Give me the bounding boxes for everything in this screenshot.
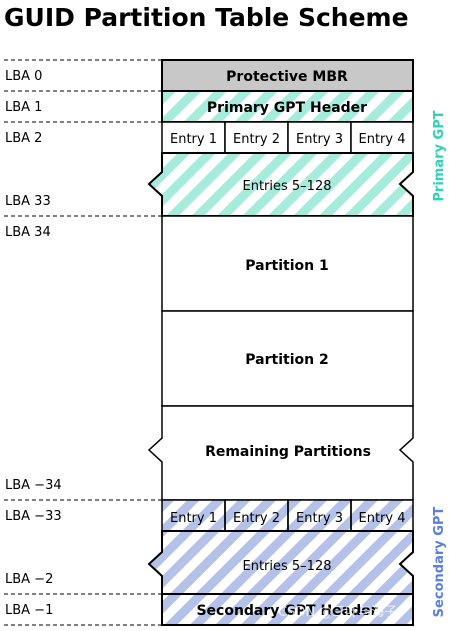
primary-entry-4-label: Entry 4 — [359, 132, 406, 147]
secondary-entry-1-label: Entry 1 — [170, 511, 217, 526]
protective-mbr-block — [161, 59, 414, 92]
secondary-gpt-header-block — [161, 593, 414, 626]
lba-minus-33-label: LBA −33 — [5, 509, 62, 524]
partition-1-label: Partition 1 — [245, 258, 328, 274]
secondary-entry-2-label: Entry 2 — [233, 511, 280, 526]
primary-entries-rest-label: Entries 5–128 — [243, 179, 332, 194]
secondary-gpt-side-label: Secondary GPT — [432, 507, 447, 618]
lba-34-label: LBA 34 — [5, 225, 51, 240]
remaining-partitions-label: Remaining Partitions — [205, 444, 371, 460]
primary-entry-4 — [350, 121, 414, 154]
secondary-entries-rest-label: Entries 5–128 — [243, 559, 332, 574]
partition-1-block — [161, 215, 414, 312]
protective-mbr-label: Protective MBR — [226, 69, 348, 85]
lba-2-label: LBA 2 — [5, 131, 42, 146]
partition-2-block — [161, 310, 414, 407]
secondary-gpt-header-label: Secondary GPT Header — [196, 603, 377, 619]
primary-entry-2-label: Entry 2 — [233, 132, 280, 147]
secondary-entry-4-label: Entry 4 — [359, 511, 406, 526]
lba-minus-2-label: LBA −2 — [5, 572, 53, 587]
lba-minus-1-label: LBA −1 — [5, 603, 53, 618]
secondary-entries-row: Entry 1 Entry 2 Entry 3 Entry 4 — [161, 499, 414, 532]
primary-entry-3-label: Entry 3 — [296, 132, 343, 147]
primary-entry-1-label: Entry 1 — [170, 132, 217, 147]
primary-gpt-side-label: Primary GPT — [432, 110, 447, 201]
watermark: CSDN @三叶与海子 — [278, 605, 397, 620]
diagram-title: GUID Partition Table Scheme — [4, 3, 409, 32]
primary-gpt-header-label: Primary GPT Header — [207, 100, 367, 116]
primary-entries-row: Entry 1 Entry 2 Entry 3 Entry 4 — [161, 121, 414, 154]
lba-0-label: LBA 0 — [5, 69, 42, 84]
lba-leader-lines — [4, 59, 162, 626]
lba-33-label: LBA 33 — [5, 194, 51, 209]
lba-1-label: LBA 1 — [5, 100, 42, 115]
lba-minus-34-label: LBA −34 — [5, 478, 62, 493]
secondary-entry-3-label: Entry 3 — [296, 511, 343, 526]
partition-2-label: Partition 2 — [245, 352, 328, 368]
